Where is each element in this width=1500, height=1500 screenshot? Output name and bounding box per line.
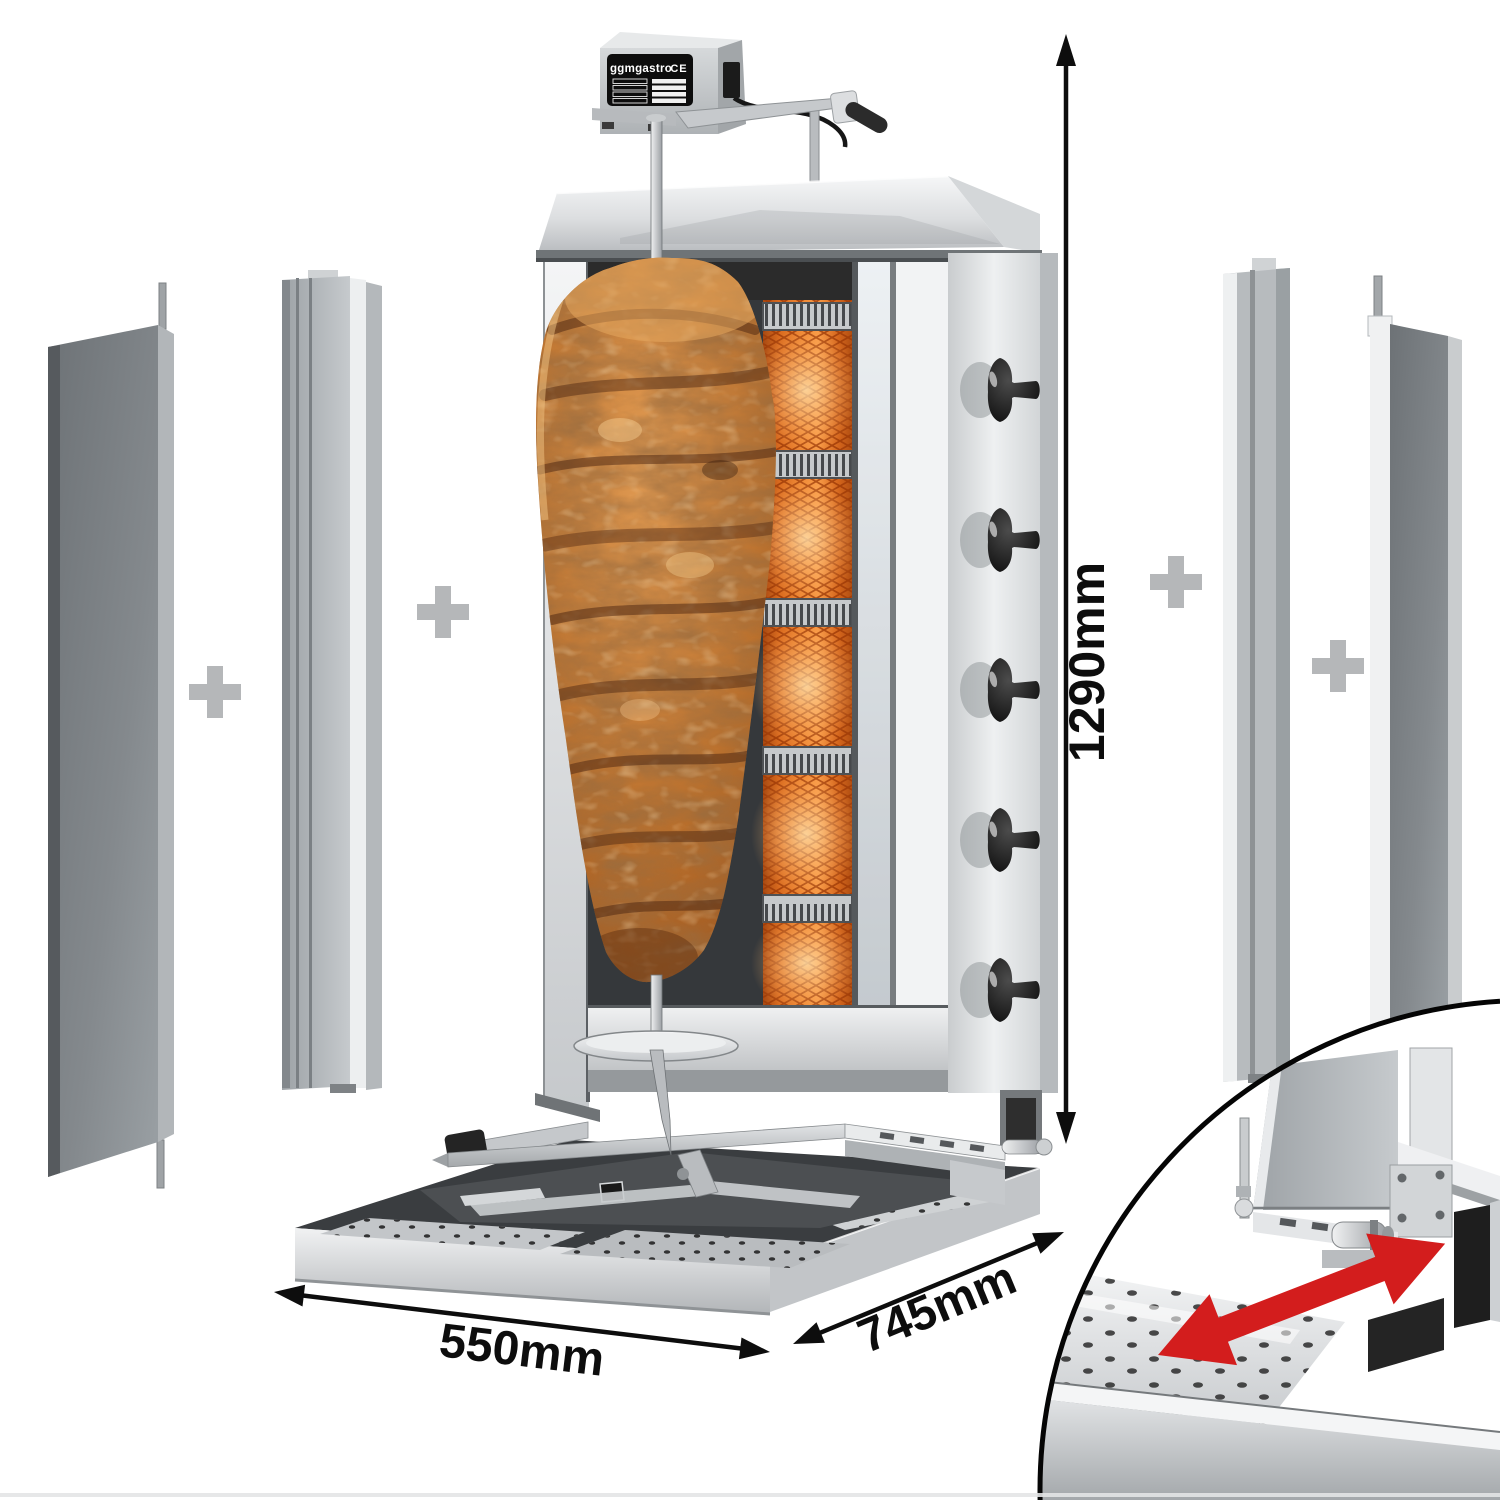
bottom-edge-line xyxy=(0,1493,1500,1497)
panel-ridge xyxy=(296,278,299,1088)
mount-nub xyxy=(602,122,614,129)
burner-panel xyxy=(751,300,861,1013)
inset-dark-opening xyxy=(1454,1205,1490,1328)
panel-fold xyxy=(1448,336,1462,1054)
panel-face xyxy=(1390,324,1448,1064)
char-streaks xyxy=(536,308,776,920)
panel-face xyxy=(48,325,158,1177)
spit-rod xyxy=(650,115,663,281)
inset-rod-collar xyxy=(1236,1186,1251,1197)
front-bright-face xyxy=(896,262,948,1005)
meat-cap-highlight xyxy=(565,257,765,342)
height-dimension: 1290mm xyxy=(1056,34,1115,1144)
brand-label: ggmgastro xyxy=(610,63,672,75)
tray-bottom-line xyxy=(294,1278,771,1316)
inset-rod xyxy=(1239,1117,1250,1219)
rating-plate-rows xyxy=(612,78,686,104)
side-panel-right-outer xyxy=(1367,275,1462,1068)
inset-base-beam-front xyxy=(1040,1398,1500,1500)
glass-frame-line xyxy=(852,262,858,1005)
slide-pin-cap xyxy=(1035,1138,1053,1156)
glass-frame-strip xyxy=(858,262,890,1005)
burner-glow xyxy=(751,328,861,452)
glass-tint xyxy=(858,262,890,1005)
base-assembly xyxy=(294,1093,1053,1316)
rail-bracket xyxy=(950,1160,1005,1205)
arrow-down-icon xyxy=(1056,1112,1076,1144)
inset-dark-opening xyxy=(1368,1298,1444,1372)
arrow-right-icon xyxy=(738,1337,770,1360)
panel-fold xyxy=(1276,268,1290,1077)
spit-disc-top xyxy=(586,1033,726,1053)
meat-rim-light xyxy=(536,298,564,521)
panel-bright-strip xyxy=(350,278,366,1088)
hood-right-facet xyxy=(948,176,1040,253)
control-tower xyxy=(948,253,1058,1154)
panel-notch-top xyxy=(1252,258,1276,272)
motor-top xyxy=(600,32,742,48)
burner-glow xyxy=(751,476,861,600)
burner-glow xyxy=(751,913,861,1013)
panel-bright-strip xyxy=(1370,320,1390,1068)
tray-front-face xyxy=(295,1228,770,1314)
left-accessory-panels xyxy=(48,270,469,1189)
side-panel-right-inner xyxy=(1223,258,1290,1083)
panel-ridge xyxy=(309,278,312,1088)
slide-direction-arrow-icon xyxy=(1158,1233,1446,1366)
hood-ridge-highlight xyxy=(556,174,949,195)
rating-plate: ggmgastro CE xyxy=(607,54,693,106)
inset-wall xyxy=(1253,1050,1398,1210)
body-left-edge xyxy=(543,262,546,1102)
spit-collar xyxy=(646,114,666,122)
arm-handle xyxy=(845,102,888,133)
panel-face xyxy=(1223,268,1290,1082)
diagonal-strut xyxy=(677,1149,719,1198)
panel-edge xyxy=(282,280,290,1088)
panel-ridge xyxy=(1250,270,1255,1078)
arrow-right-icon xyxy=(1032,1232,1064,1254)
tower-side xyxy=(1040,253,1058,1093)
burner-glow xyxy=(751,772,861,896)
burner-separators xyxy=(762,302,853,923)
ce-mark-label: CE xyxy=(670,63,687,75)
panel-fold xyxy=(366,282,382,1090)
spit-point xyxy=(649,1049,672,1156)
panel-bright-strip xyxy=(1223,273,1237,1082)
panel-pin-top xyxy=(1373,275,1383,321)
depth-arrow-line xyxy=(818,1240,1039,1336)
slide-rails xyxy=(844,1123,1053,1205)
arm-support-rod xyxy=(809,105,820,183)
inset-circle-border xyxy=(1037,998,1500,1500)
panel-pin-top xyxy=(158,282,167,330)
spit-assembly xyxy=(573,974,739,1156)
slide-arms xyxy=(432,1093,846,1198)
hood-shadow-line xyxy=(536,258,1042,262)
width-arrow-line xyxy=(301,1293,743,1351)
tower-foot-slot xyxy=(1006,1098,1036,1146)
panel-pin-bottom xyxy=(156,1139,165,1189)
panel-fold xyxy=(158,325,174,1142)
right-accessory-panels xyxy=(1150,258,1462,1083)
arrow-up-icon xyxy=(1056,34,1076,66)
panel-edge xyxy=(48,345,60,1177)
inset-screws xyxy=(1397,1170,1445,1223)
inset-rod-joint xyxy=(1234,1198,1254,1218)
arrow-left-icon xyxy=(274,1284,306,1307)
doner-grill-machine: ggmgastro CE xyxy=(294,32,1058,1316)
side-panel-left-outer xyxy=(48,282,174,1189)
glass-frame-line xyxy=(890,262,896,1005)
strut-peg xyxy=(677,1168,689,1180)
panel-notch-bottom xyxy=(330,1084,356,1093)
detail-inset xyxy=(1037,998,1500,1500)
hood-reflection xyxy=(620,210,1000,244)
arrow-left-icon xyxy=(793,1322,825,1344)
panel-face xyxy=(282,276,350,1090)
inset-base-beam-top xyxy=(1040,1380,1500,1450)
motor-switch xyxy=(723,62,740,98)
drive-arm xyxy=(675,90,888,183)
height-label: 1290mm xyxy=(1059,562,1115,762)
burner-glow xyxy=(751,624,861,748)
side-panel-left-inner xyxy=(282,270,382,1093)
